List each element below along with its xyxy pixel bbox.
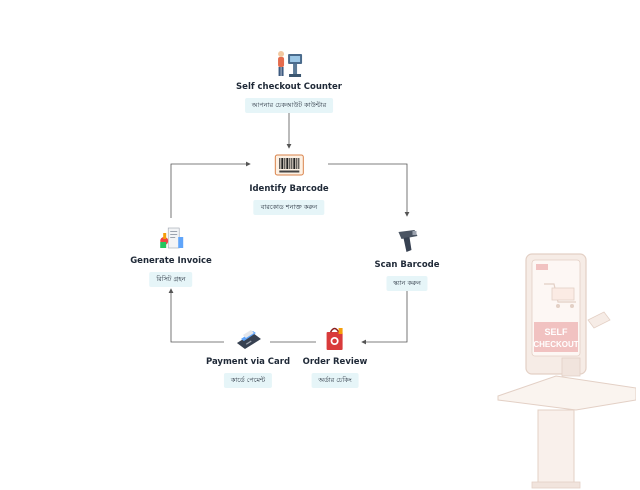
barcode-icon — [274, 154, 304, 176]
arrow-identify-to-scan — [328, 163, 410, 217]
arrow-payment-to-invoice — [168, 288, 224, 343]
node-sublabel: স্ক্যান করুন — [386, 276, 428, 291]
shopping-bag-icon — [327, 327, 343, 350]
node-sublabel: রিসিট গ্রহন — [149, 272, 193, 287]
node-self-checkout: Self checkout Counter আপনার চেকআউট কাউন্… — [236, 48, 342, 113]
node-identify-barcode: Identify Barcode বারকোড শনাক্ত করুন — [249, 150, 329, 215]
node-generate-invoice: Generate Invoice রিসিট গ্রহন — [130, 222, 212, 287]
node-sublabel: অর্ডার চেকিং — [311, 373, 359, 388]
receipt-groceries-icon — [160, 227, 183, 249]
kiosk-text-checkout: CHECKOUT — [533, 340, 578, 349]
node-sublabel: আপনার চেকআউট কাউন্টার — [244, 98, 334, 113]
node-label: Self checkout Counter — [236, 82, 342, 92]
card-terminal-icon — [237, 330, 261, 349]
node-label: Generate Invoice — [130, 256, 212, 266]
node-scan-barcode: Scan Barcode স্ক্যান করুন — [374, 226, 440, 291]
self-checkout-machine-icon: SELF CHECKOUT — [497, 253, 636, 489]
node-label: Scan Barcode — [374, 260, 440, 270]
node-order-review: Order Review অর্ডার চেকিং — [302, 323, 368, 388]
node-label: Identify Barcode — [249, 184, 329, 194]
arrow-invoice-to-identify — [170, 161, 251, 218]
node-sublabel: বারকোড শনাক্ত করুন — [253, 200, 325, 215]
node-sublabel: কার্ডে পেমেন্ট — [223, 373, 273, 388]
node-payment-card: Payment via Card কার্ডে পেমেন্ট — [206, 323, 290, 388]
self-checkout-kiosk-icon — [277, 51, 302, 77]
node-label: Order Review — [302, 357, 368, 367]
node-label: Payment via Card — [205, 357, 291, 367]
arrow-scan-to-review — [361, 283, 408, 345]
barcode-scanner-icon — [397, 230, 417, 252]
kiosk-text-self: SELF — [544, 327, 568, 337]
